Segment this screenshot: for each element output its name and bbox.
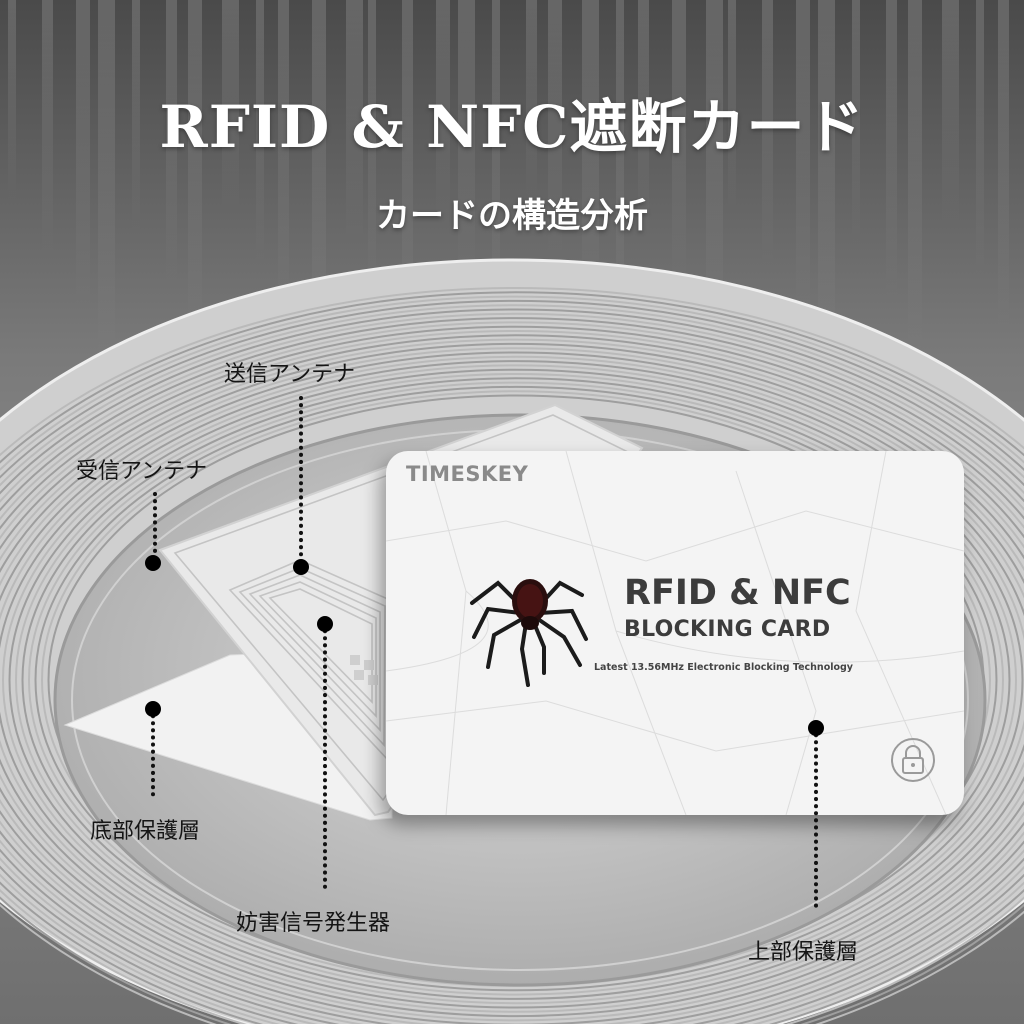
page-subtitle: カードの構造分析	[376, 196, 648, 236]
spider-icon	[470, 579, 588, 687]
dot-receive-antenna	[145, 555, 161, 571]
lock-icon	[891, 738, 935, 782]
front-card: TIMESKEY RFID & NFC BLOCKING CARD Latest…	[386, 451, 964, 815]
card-tagline: Latest 13.56MHz Electronic Blocking Tech…	[594, 662, 853, 673]
label-jammer: 妨害信号発生器	[236, 911, 391, 936]
label-top-layer: 上部保護層	[748, 940, 859, 965]
card-title-line2: BLOCKING CARD	[624, 617, 831, 642]
label-receive-antenna: 受信アンテナ	[76, 459, 208, 484]
label-send-antenna: 送信アンテナ	[224, 362, 356, 387]
card-title-line1: RFID & NFC	[624, 573, 851, 613]
dot-jammer	[317, 616, 333, 632]
page-title: RFID & NFC遮断カード	[159, 93, 865, 161]
dot-bottom-layer	[145, 701, 161, 717]
dot-send-antenna	[293, 559, 309, 575]
dot-top-layer	[808, 720, 824, 736]
card-brand: TIMESKEY	[406, 462, 529, 486]
label-bottom-layer: 底部保護層	[90, 819, 201, 844]
